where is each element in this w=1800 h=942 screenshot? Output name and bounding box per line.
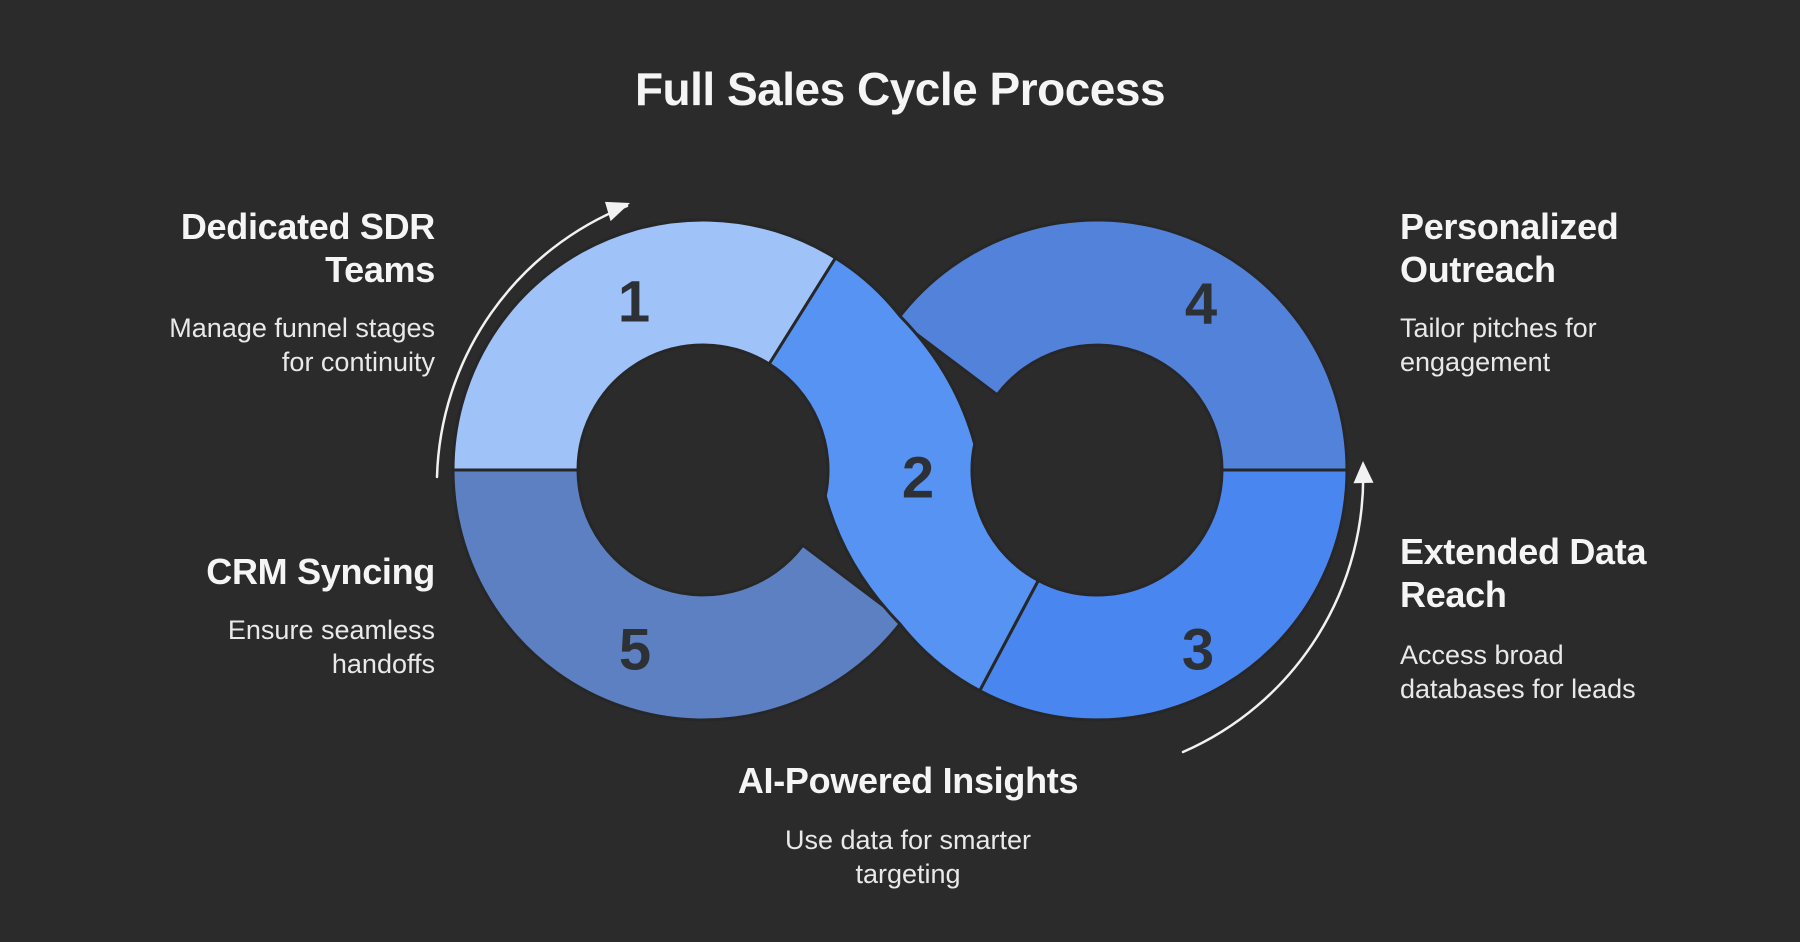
label-heading: AI-Powered Insights [737, 760, 1079, 801]
label-ai-powered-insights: AI-Powered Insights [708, 759, 1108, 802]
label-body: Manage funnel stages for continuity [169, 313, 435, 377]
segment-3-shape [978, 468, 1349, 722]
label-crm-syncing: CRM Syncing [155, 550, 435, 593]
segment-4-number: 4 [1185, 271, 1217, 336]
label-body: Use data for smarter targeting [784, 825, 1032, 889]
label-dedicated-sdr-teams-desc: Manage funnel stages for continuity [155, 311, 435, 379]
label-extended-data-reach: Extended Data Reach [1400, 530, 1680, 616]
label-heading: Personalized Outreach [1400, 206, 1619, 290]
label-heading: Extended Data Reach [1400, 531, 1647, 615]
label-extended-data-reach-desc: Access broad databases for leads [1400, 638, 1670, 706]
page-title: Full Sales Cycle Process [634, 63, 1166, 115]
label-body: Ensure seamless handoffs [227, 615, 435, 679]
label-dedicated-sdr-teams: Dedicated SDR Teams [155, 205, 435, 291]
label-heading: CRM Syncing [206, 551, 435, 592]
label-body: Tailor pitches for engagement [1400, 313, 1597, 377]
label-personalized-outreach: Personalized Outreach [1400, 205, 1660, 291]
segment-2-shape [767, 256, 1040, 693]
flow-arrow-bottom-right-icon [1181, 461, 1374, 754]
label-heading: Dedicated SDR Teams [180, 206, 435, 290]
segment-4-shape [895, 218, 1349, 472]
segment-5-number: 5 [619, 617, 651, 682]
segment-3-number: 3 [1182, 617, 1214, 682]
segment-1-number: 1 [618, 269, 650, 334]
segment-2-number: 2 [902, 445, 934, 510]
label-ai-powered-insights-desc: Use data for smarter targeting [748, 823, 1068, 891]
label-personalized-outreach-desc: Tailor pitches for engagement [1400, 311, 1660, 379]
flow-arrow-top-left-icon [435, 201, 630, 479]
segment-1-shape [451, 218, 837, 472]
label-body: Access broad databases for leads [1400, 640, 1636, 704]
label-crm-syncing-desc: Ensure seamless handoffs [185, 613, 435, 681]
segment-5-shape [451, 468, 905, 722]
